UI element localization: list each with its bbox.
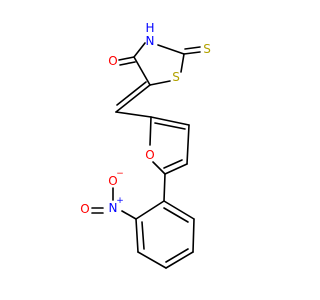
bond-ph-c5-c6 xyxy=(192,218,195,253)
atom-o-carbonyl: O xyxy=(108,54,117,68)
bond-ph-c6-c1-2 xyxy=(163,207,189,223)
bond-furan-c4-c5-1 xyxy=(164,163,188,175)
bond-furan-c2-c3-2 xyxy=(154,122,186,130)
atom-o-furan: O xyxy=(145,148,154,162)
atom-h-imide: H xyxy=(145,21,154,35)
atom-o-minus-charge: − xyxy=(116,169,124,179)
bond-ph-c4-c5-1 xyxy=(165,251,194,269)
atom-s-ring: S xyxy=(172,70,180,84)
molecule-structure: O H N S S O O − N + O xyxy=(80,21,211,269)
bond-n3-c2 xyxy=(157,44,185,55)
atom-n-nitro: N xyxy=(109,201,118,215)
atom-n-nitro-charge: + xyxy=(116,196,124,206)
bond-c5-c4 xyxy=(133,56,151,86)
bond-c5-cmethine-1 xyxy=(115,84,151,113)
bond-c2-s-1 xyxy=(183,51,201,55)
bond-ph-c1-c2 xyxy=(135,200,165,220)
bond-ph-c3-c4 xyxy=(137,251,167,269)
bond-furan-c3-c4 xyxy=(186,124,190,165)
bond-cmethine-furan xyxy=(115,111,152,118)
bond-c2-s-2 xyxy=(184,46,201,50)
bond-s1-c5 xyxy=(149,80,171,86)
atom-label-layer: O H N S S O O − N + O xyxy=(80,21,211,216)
bond-furan-phenyl xyxy=(163,173,166,202)
bond-ph-c2-c3-1 xyxy=(135,218,139,253)
bond-furan-o-c2 xyxy=(149,116,152,146)
bond-c4-n3 xyxy=(133,42,146,58)
atom-o-minus: O xyxy=(108,174,117,188)
bond-c4-o-1 xyxy=(118,56,135,61)
atom-s-thione: S xyxy=(203,42,211,56)
bond-c5-cmethine-2 xyxy=(116,81,147,106)
bond-furan-c2-c3-1 xyxy=(150,116,190,126)
bond-c4-o-2 xyxy=(119,61,136,66)
atom-o-nitro: O xyxy=(80,202,89,216)
atom-n-ring: N xyxy=(146,34,155,48)
bond-ph-c2-c3-2 xyxy=(141,221,145,250)
bond-ph-nitro xyxy=(121,210,137,220)
bond-furan-c5-o xyxy=(152,161,166,175)
bond-c2-s1 xyxy=(180,53,185,73)
bond-ph-c4-c5-2 xyxy=(165,248,189,263)
bond-ph-c6-c1-1 xyxy=(163,200,195,220)
bond-layer xyxy=(91,42,201,269)
bond-furan-c4-c5-2 xyxy=(163,159,183,169)
